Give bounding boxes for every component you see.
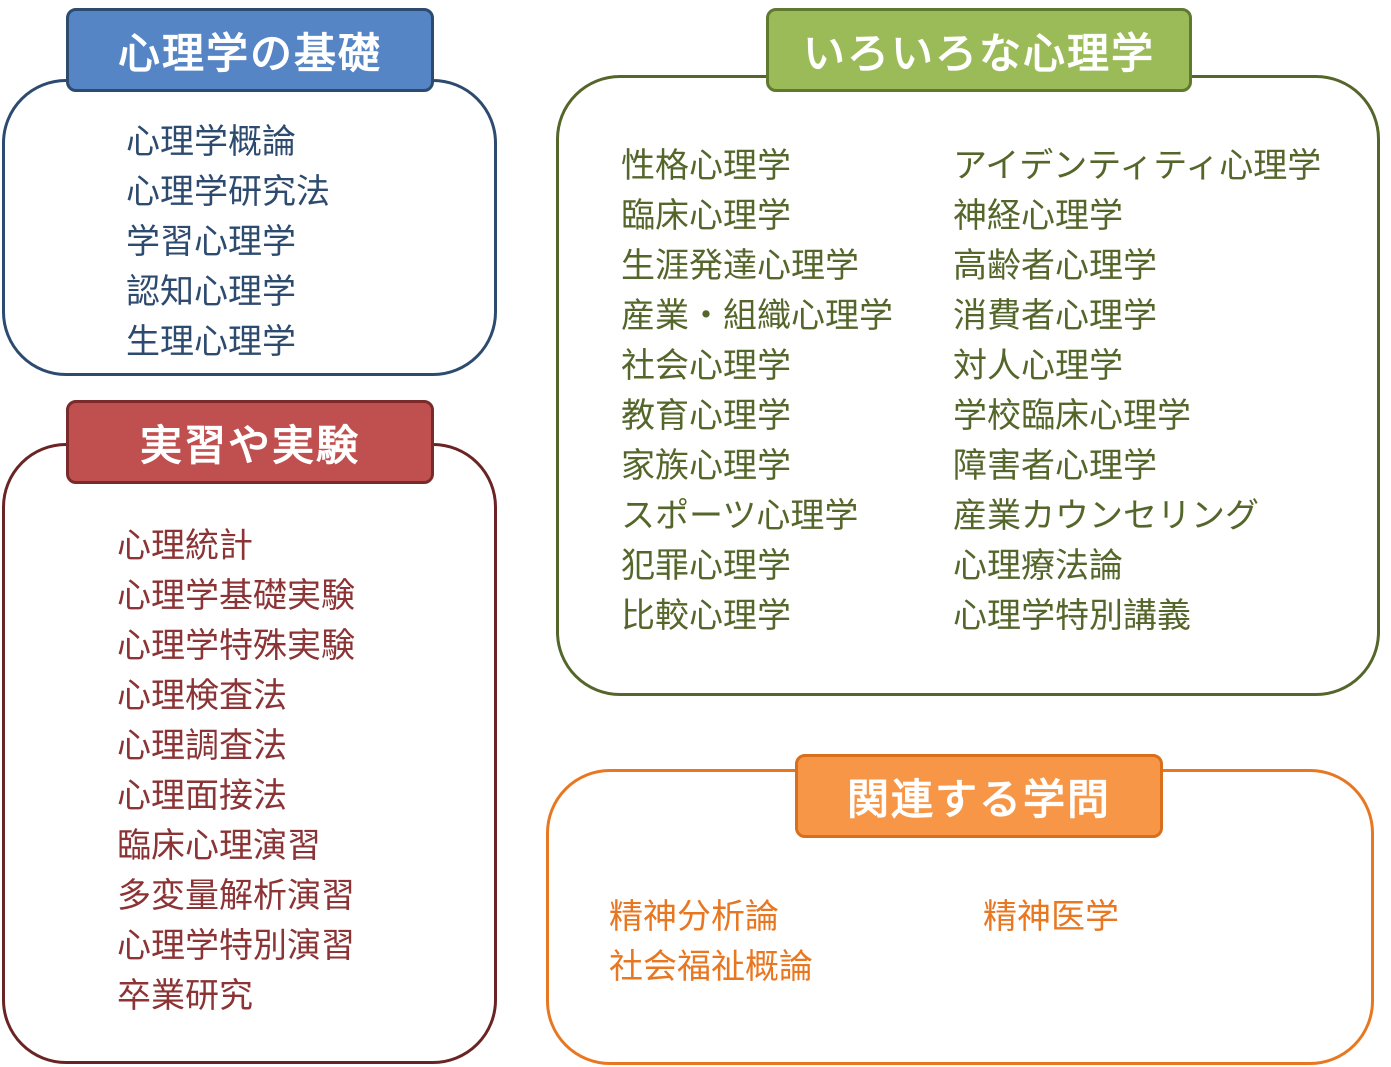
practice-item: 心理面接法 xyxy=(117,776,287,816)
practice-item: 心理学特殊実験 xyxy=(117,626,355,666)
related-item: 社会福祉概論 xyxy=(609,947,813,987)
related-item: 精神医学 xyxy=(983,897,1119,937)
basics-panel xyxy=(2,79,497,376)
various-item: スポーツ心理学 xyxy=(621,496,859,536)
practice-item: 臨床心理演習 xyxy=(117,826,321,866)
practice-item: 心理学基礎実験 xyxy=(117,576,355,616)
practice-item: 心理学特別演習 xyxy=(117,926,355,966)
practice-item: 心理検査法 xyxy=(117,676,287,716)
various-list-right: アイデンティティ心理学 神経心理学 高齢者心理学 消費者心理学 対人心理学 学校… xyxy=(953,141,1321,641)
various-item: 心理学特別講義 xyxy=(953,596,1191,636)
various-item: 神経心理学 xyxy=(953,196,1123,236)
practice-item: 多変量解析演習 xyxy=(117,876,355,916)
various-item: 心理療法論 xyxy=(953,546,1123,586)
various-list-left: 性格心理学 臨床心理学 生涯発達心理学 産業・組織心理学 社会心理学 教育心理学… xyxy=(621,141,893,641)
basics-item: 心理学研究法 xyxy=(126,172,330,212)
various-item: アイデンティティ心理学 xyxy=(953,146,1322,186)
basics-item: 生理心理学 xyxy=(126,322,296,362)
various-item: 犯罪心理学 xyxy=(621,546,791,586)
basics-list: 心理学概論 心理学研究法 学習心理学 認知心理学 生理心理学 xyxy=(126,117,330,367)
various-item: 学校臨床心理学 xyxy=(953,396,1191,436)
practice-item: 心理統計 xyxy=(117,526,253,566)
various-item: 高齢者心理学 xyxy=(953,246,1157,286)
basics-item: 心理学概論 xyxy=(126,122,296,162)
practice-item: 卒業研究 xyxy=(117,976,253,1016)
various-title: いろいろな心理学 xyxy=(766,8,1192,92)
various-item: 社会心理学 xyxy=(621,346,791,386)
various-item: 比較心理学 xyxy=(621,596,791,636)
various-item: 消費者心理学 xyxy=(953,296,1157,336)
various-item: 家族心理学 xyxy=(621,446,791,486)
related-title: 関連する学問 xyxy=(795,754,1163,838)
practice-title: 実習や実験 xyxy=(66,400,434,484)
related-item: 精神分析論 xyxy=(609,897,779,937)
various-item: 性格心理学 xyxy=(621,146,791,186)
basics-title: 心理学の基礎 xyxy=(66,8,434,92)
related-list-left: 精神分析論 社会福祉概論 xyxy=(609,892,813,992)
basics-item: 認知心理学 xyxy=(126,272,296,312)
practice-item: 心理調査法 xyxy=(117,726,287,766)
practice-panel xyxy=(2,443,497,1064)
various-item: 対人心理学 xyxy=(953,346,1123,386)
various-item: 教育心理学 xyxy=(621,396,791,436)
various-panel xyxy=(556,75,1380,696)
various-item: 産業カウンセリング xyxy=(953,496,1259,536)
various-item: 臨床心理学 xyxy=(621,196,791,236)
various-item: 生涯発達心理学 xyxy=(621,246,859,286)
related-list-right: 精神医学 xyxy=(983,892,1119,942)
basics-item: 学習心理学 xyxy=(126,222,296,262)
various-item: 障害者心理学 xyxy=(953,446,1157,486)
practice-list: 心理統計 心理学基礎実験 心理学特殊実験 心理検査法 心理調査法 心理面接法 臨… xyxy=(117,521,355,1021)
various-item: 産業・組織心理学 xyxy=(621,296,893,336)
